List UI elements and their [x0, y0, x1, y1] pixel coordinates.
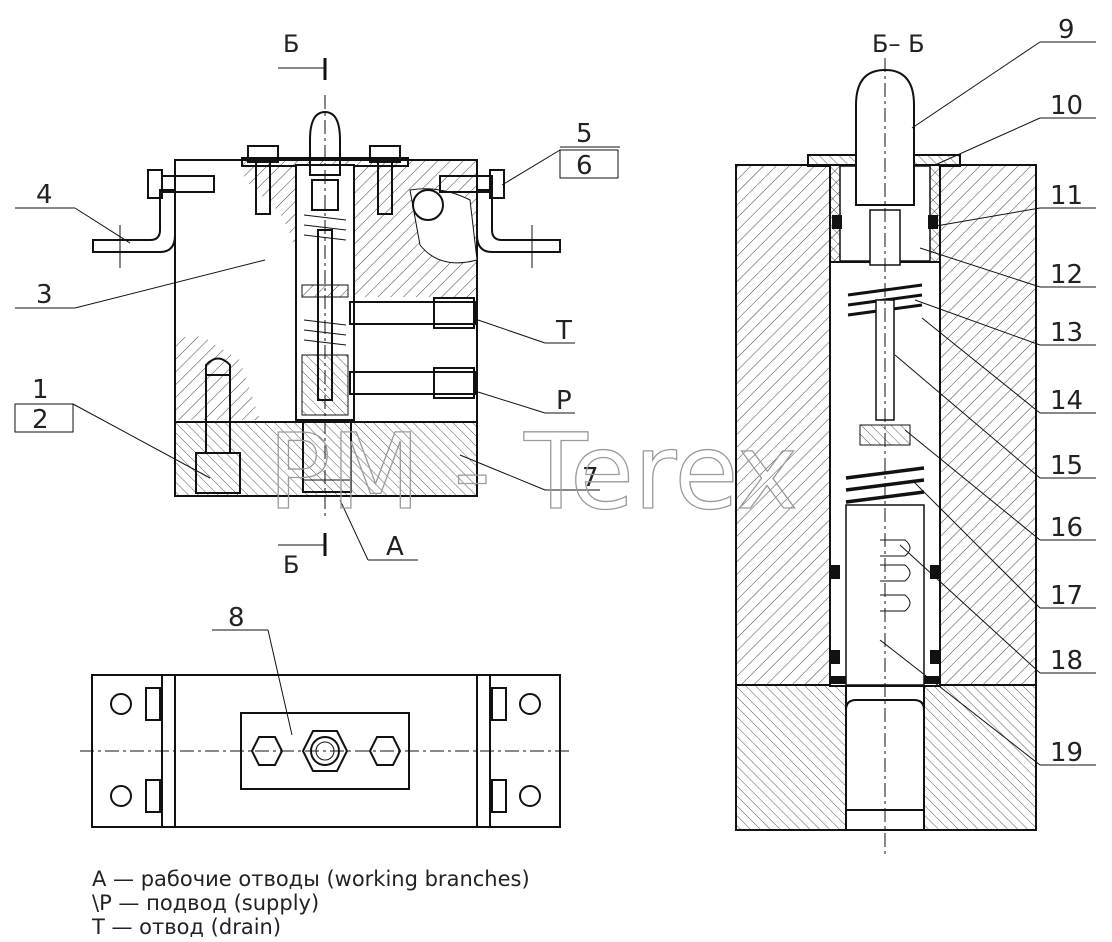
callout-3: 3 — [36, 280, 53, 310]
port-label-a: A — [386, 532, 404, 562]
callout-5: 5 — [576, 119, 593, 149]
callout-15: 15 — [1050, 451, 1083, 481]
front-section-view — [92, 58, 561, 556]
section-mark-top: Б — [283, 30, 299, 58]
callout-17: 17 — [1050, 581, 1083, 611]
callout-10: 10 — [1050, 91, 1083, 121]
callout-7: 7 — [582, 463, 599, 493]
callout-18: 18 — [1050, 646, 1083, 676]
callout-13: 13 — [1050, 318, 1083, 348]
section-b-b-view — [735, 58, 1037, 855]
callout-14: 14 — [1050, 386, 1083, 416]
legend-line-t: T — отвод (drain) — [91, 915, 281, 939]
watermark: PM - Terex — [268, 411, 798, 533]
plan-view — [80, 674, 572, 828]
legend-line-p: \P — подвод (supply) — [92, 891, 319, 915]
section-view-title: Б– Б — [872, 30, 925, 58]
callout-19: 19 — [1050, 738, 1083, 768]
callout-12: 12 — [1050, 260, 1083, 290]
callout-2: 2 — [32, 405, 49, 435]
callout-4: 4 — [36, 180, 53, 210]
section-mark-bottom: Б — [283, 551, 299, 579]
port-label-t: T — [555, 316, 572, 346]
callout-6: 6 — [576, 151, 593, 181]
port-label-p: P — [556, 386, 572, 416]
callout-8: 8 — [228, 603, 245, 633]
leader-lines — [14, 41, 1096, 766]
callout-11: 11 — [1050, 181, 1083, 211]
callout-9: 9 — [1058, 15, 1075, 45]
callout-16: 16 — [1050, 513, 1083, 543]
callout-1: 1 — [32, 375, 49, 405]
legend-line-a: A — рабочие отводы (working branches) — [92, 867, 530, 891]
